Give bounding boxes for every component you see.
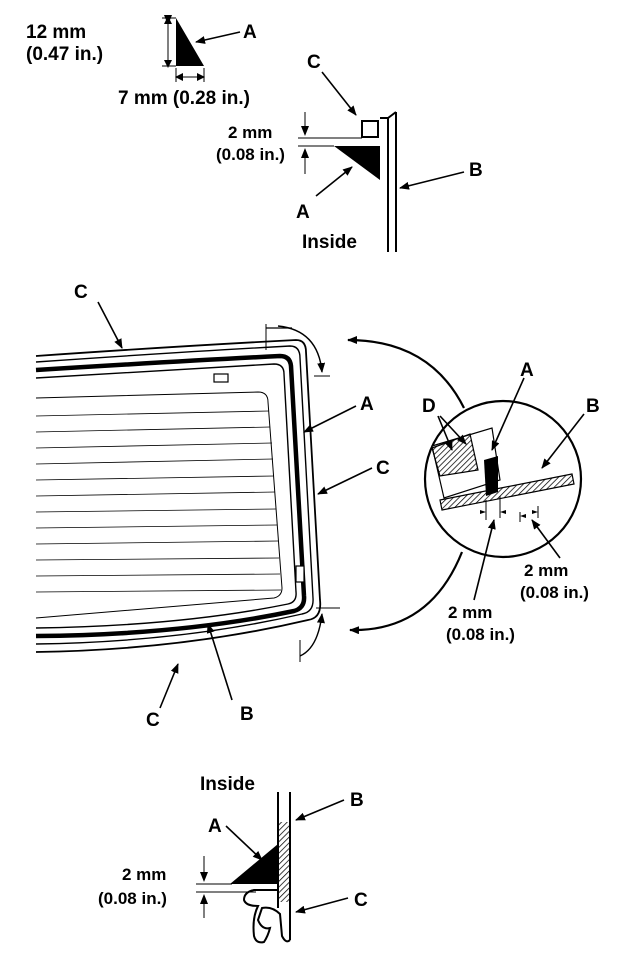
bead-dimension-detail: 12 mm (0.47 in.) 7 mm (0.28 in.) A (26, 15, 257, 109)
windshield-view: C A C B C (35, 282, 465, 731)
inside-label-bottom: Inside (200, 774, 255, 795)
bead-cross-section-triangle (176, 18, 204, 66)
label-a-detail: A (520, 360, 534, 381)
label-a-bottom: A (208, 816, 222, 837)
bead-width-label: 7 mm (0.28 in.) (118, 88, 250, 109)
inside-label-top: Inside (302, 232, 357, 253)
label-a-mid: A (360, 394, 374, 415)
gap-mm-label-top: 2 mm (228, 123, 272, 142)
bead-height-in-label: (0.47 in.) (26, 44, 103, 65)
label-a-top-left: A (243, 22, 257, 43)
lower-adhesive-bead (230, 844, 278, 884)
bead-height-mm-label: 12 mm (26, 22, 86, 43)
label-b-bottom: B (350, 790, 364, 811)
gap-mm-label-detail-left: 2 mm (448, 603, 492, 622)
label-c-bottom: C (354, 890, 368, 911)
label-b-top: B (469, 160, 483, 181)
adhesive-bead (334, 146, 380, 180)
lower-edge-section: 2 mm (0.08 in.) A B C Inside (98, 774, 368, 944)
label-c-mid: C (376, 458, 390, 479)
spacer-block (361, 120, 379, 138)
detail-magnifier: D A B 2 mm (0.08 in.) 2 mm (0.08 in.) (422, 360, 600, 644)
label-b-detail: B (586, 396, 600, 417)
upper-edge-section: 2 mm (0.08 in.) C A B Inside (216, 52, 483, 253)
gap-in-label-bottom: (0.08 in.) (98, 889, 167, 908)
gap-in-label-detail-right: (0.08 in.) (520, 583, 589, 602)
label-b-mid: B (240, 704, 254, 725)
gap-mm-label-bottom: 2 mm (122, 865, 166, 884)
detail-bead (484, 456, 498, 496)
label-c-lower: C (146, 710, 160, 731)
gap-mm-label-detail-right: 2 mm (524, 561, 568, 580)
windshield-bead (35, 353, 307, 639)
label-c-top: C (307, 52, 321, 73)
gap-in-label-top: (0.08 in.) (216, 145, 285, 164)
label-c-upper: C (74, 282, 88, 303)
defroster-grid-lines (35, 410, 282, 593)
label-d: D (422, 396, 436, 417)
gap-in-label-detail-left: (0.08 in.) (446, 625, 515, 644)
label-a-top: A (296, 202, 310, 223)
